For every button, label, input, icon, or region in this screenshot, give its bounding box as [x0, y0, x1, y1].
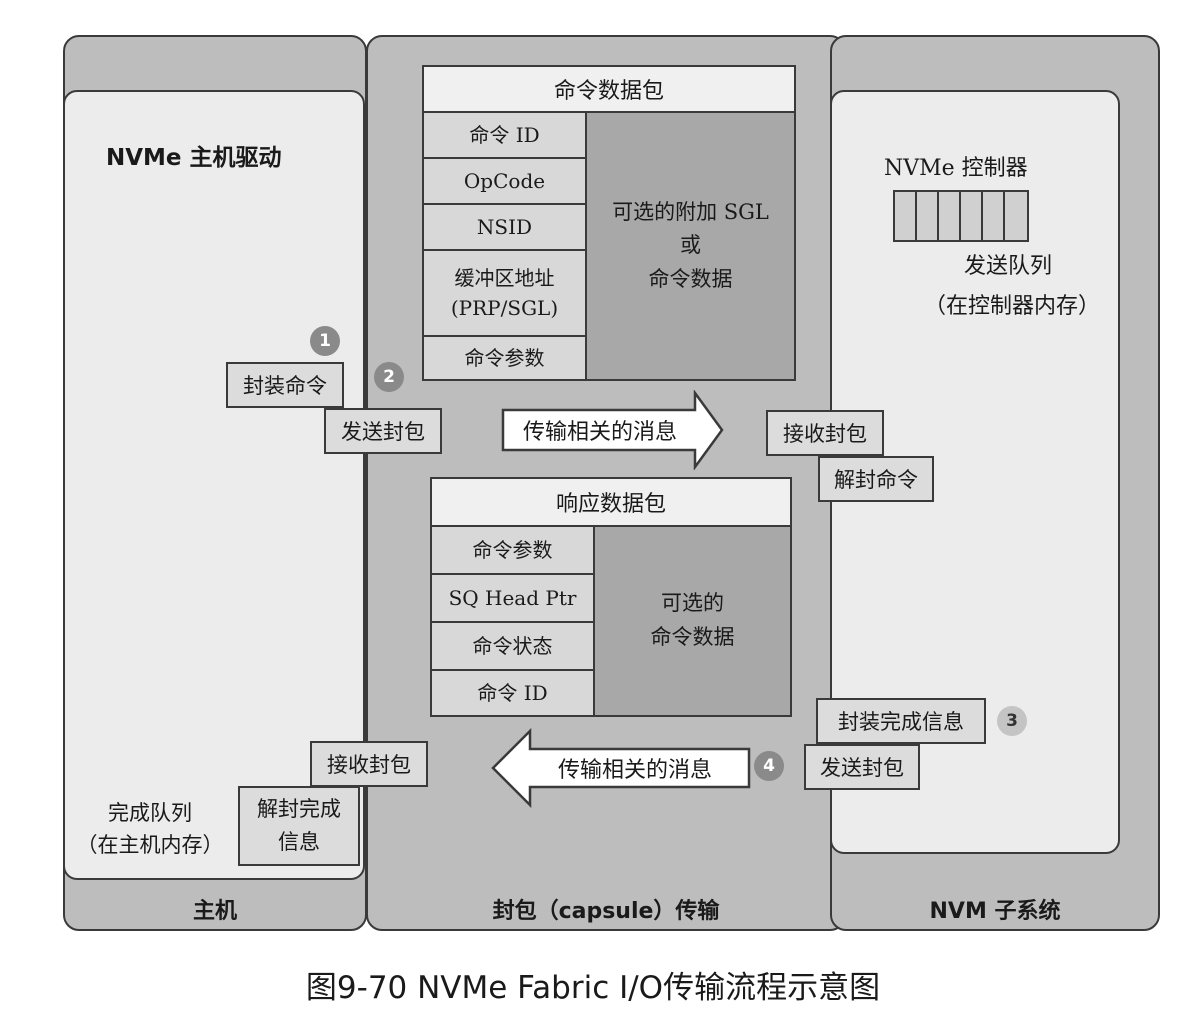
subsystem-send-packet: 发送封包	[804, 744, 920, 790]
subsystem-column-label: NVM 子系统	[929, 899, 1061, 924]
arrow-left-icon	[491, 728, 751, 808]
response-field-params: 命令参数	[432, 527, 593, 575]
command-capsule-optional-data: 可选的附加 SGL 或 命令数据	[585, 113, 794, 379]
subsystem-receive-packet: 接收封包	[766, 410, 884, 456]
controller-title: NVMe 控制器	[884, 156, 1028, 181]
host-send-packet: 发送封包	[324, 408, 442, 454]
host-cq-line2: （在主机内存）	[76, 832, 224, 857]
arrow-right-icon	[501, 390, 724, 470]
response-side-line2: 命令数据	[650, 625, 735, 649]
command-field-buffer: 缓冲区地址 (PRP/SGL)	[424, 251, 585, 337]
response-capsule-optional-data: 可选的 命令数据	[593, 527, 790, 715]
response-capsule-title: 响应数据包	[432, 479, 790, 527]
step-4-badge: 4	[754, 751, 784, 781]
host-cq-line1: 完成队列	[108, 801, 192, 825]
arrow-right-label: 传输相关的消息	[522, 420, 677, 445]
host-encap-command: 封装命令	[226, 362, 344, 408]
command-capsule-title: 命令数据包	[424, 67, 794, 113]
figure-caption: 图9-70 NVMe Fabric I/O传输流程示意图	[305, 970, 881, 1006]
command-side-line1: 可选的附加 SGL	[612, 199, 769, 224]
command-side-line3: 命令数据	[648, 266, 733, 291]
response-field-status: 命令状态	[432, 623, 593, 671]
subsystem-encap-completion: 封装完成信息	[816, 698, 986, 744]
sq-line1: 发送队列	[964, 254, 1053, 279]
command-field-nsid: NSID	[424, 205, 585, 251]
step-2-badge: 2	[374, 362, 404, 392]
host-decap-completion: 解封完成信息	[238, 786, 360, 866]
arrow-left-label: 传输相关的消息	[557, 758, 712, 783]
response-field-sq-head: SQ Head Ptr	[432, 575, 593, 623]
command-field-id: 命令 ID	[424, 113, 585, 159]
command-side-line2: 或	[680, 233, 701, 258]
command-field-params: 命令参数	[424, 337, 585, 379]
host-title: NVMe 主机驱动	[106, 145, 282, 171]
host-column-label: 主机	[192, 899, 237, 924]
sq-line2: （在控制器内存）	[924, 294, 1101, 319]
step-3-badge: 3	[997, 706, 1027, 736]
subsystem-decap-command: 解封命令	[818, 456, 934, 502]
command-capsule: 命令数据包 命令 ID OpCode NSID 缓冲区地址 (PRP/SGL) …	[422, 65, 796, 381]
command-field-opcode: OpCode	[424, 159, 585, 205]
response-capsule: 响应数据包 命令参数 SQ Head Ptr 命令状态 命令 ID 可选的 命令…	[430, 477, 792, 717]
step-1-badge: 1	[310, 326, 340, 356]
submission-queue-icon	[893, 190, 1029, 242]
response-field-id: 命令 ID	[432, 671, 593, 715]
response-side-line1: 可选的	[661, 591, 724, 616]
transport-column-label: 封包（capsule）传输	[492, 899, 720, 924]
host-receive-packet: 接收封包	[310, 741, 428, 787]
host-completion-queue: 完成队列 （在主机内存）	[66, 798, 234, 861]
